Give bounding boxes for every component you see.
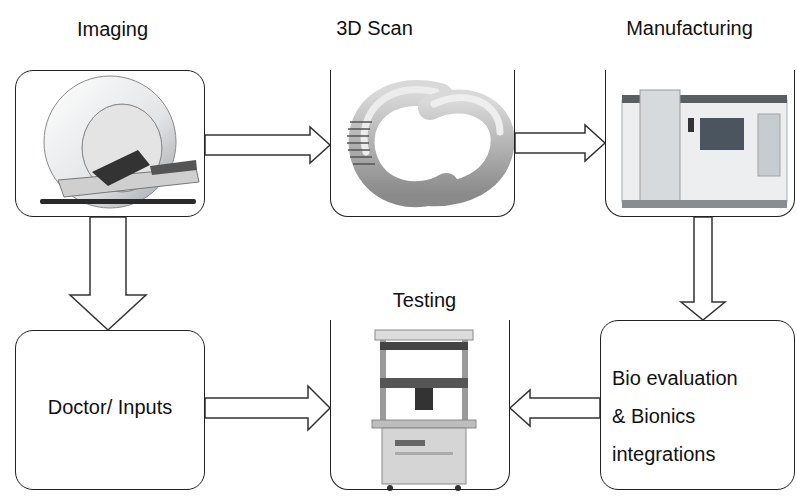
step-heading: Manufacturing xyxy=(626,16,753,40)
block-arrow xyxy=(70,217,146,330)
step-heading: 3D Scan xyxy=(336,16,413,40)
box-label: Doctor/ Inputs xyxy=(16,394,204,420)
step-heading: Testing xyxy=(393,288,456,312)
process-box: Bio evaluation & Bionics integrations xyxy=(600,320,795,490)
mri-scanner-illustration xyxy=(40,76,199,208)
block-arrow xyxy=(205,127,330,163)
process-box: Doctor/ Inputs xyxy=(15,330,205,490)
block-arrow xyxy=(205,386,330,430)
block-arrow xyxy=(515,125,605,161)
step-heading: Imaging xyxy=(77,17,148,41)
process-box: Manufacturing xyxy=(605,70,795,217)
box-label: Bio evaluation & Bionics integrations xyxy=(612,359,752,473)
manufacturing-machine-illustration xyxy=(622,90,787,208)
block-arrow xyxy=(681,217,725,320)
process-box: Imaging xyxy=(15,70,205,217)
process-box: Testing xyxy=(330,320,510,490)
block-arrow xyxy=(510,390,600,426)
process-box: 3D Scan xyxy=(330,70,515,217)
knee-implant-scan-illustration xyxy=(347,90,503,195)
testing-machine-illustration xyxy=(372,330,476,491)
